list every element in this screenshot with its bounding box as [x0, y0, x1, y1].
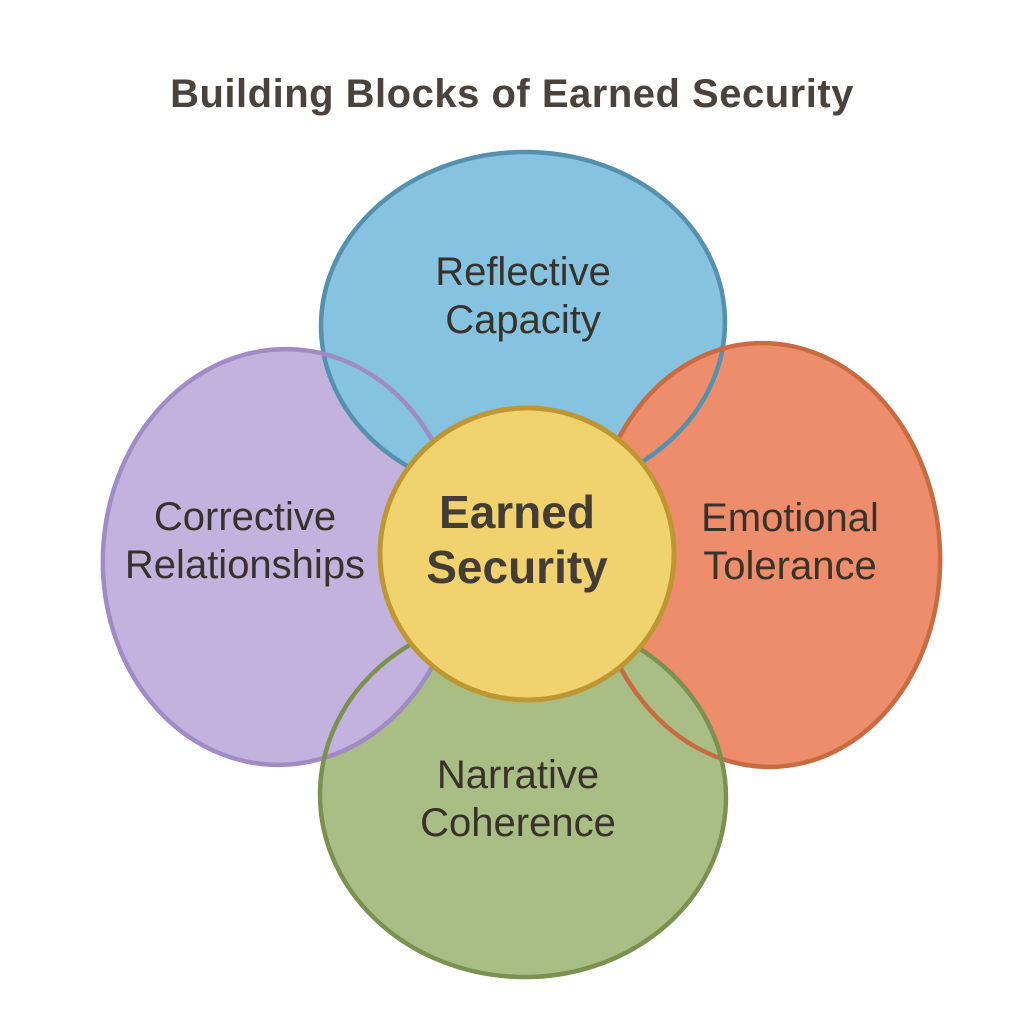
- label-reflective-capacity: Reflective Capacity: [435, 250, 611, 342]
- label-narrative-coherence: Narrative Coherence: [420, 753, 616, 845]
- label-emotional-tolerance: Emotional Tolerance: [701, 496, 879, 588]
- circle-emotional-tolerance-fill: [591, 343, 941, 767]
- label-earned-security: Earned Security: [426, 485, 608, 593]
- circle-reflective-capacity-fill: [321, 151, 725, 497]
- circle-corrective-relationships-fill: [102, 349, 462, 765]
- page-title: Building Blocks of Earned Security: [170, 72, 854, 116]
- circle-narrative-coherence-fill: [320, 614, 726, 978]
- label-corrective-relationships: Corrective Relationships: [124, 495, 366, 587]
- circle-earned-security: [377, 405, 677, 703]
